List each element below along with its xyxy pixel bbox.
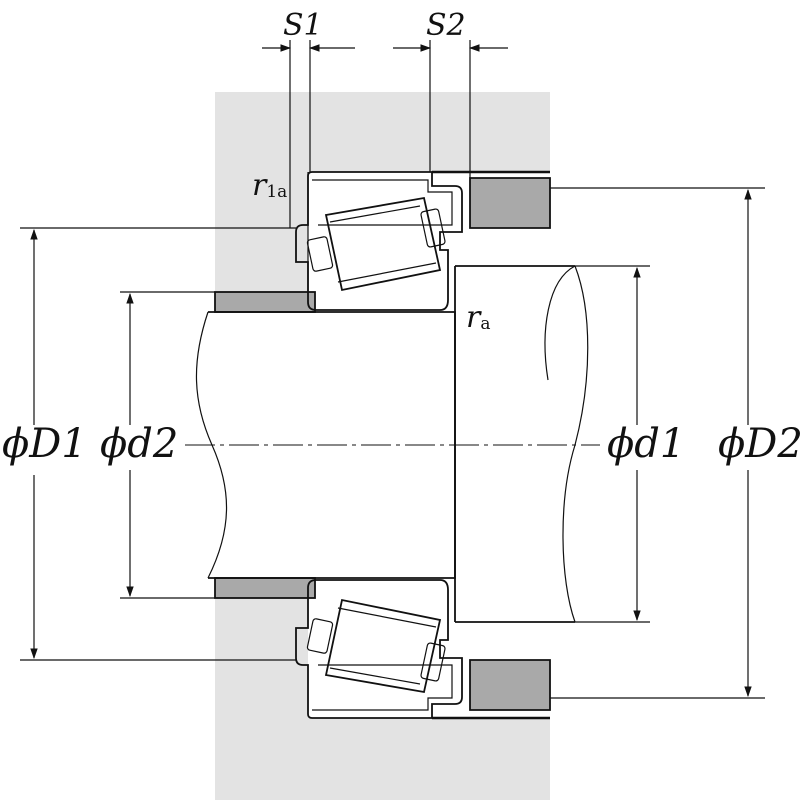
shaft (195, 265, 589, 623)
bearing-top-outline (295, 171, 463, 311)
housing-top-band (215, 92, 550, 172)
housing-bottom-band (215, 718, 550, 800)
roller-top (324, 196, 442, 292)
outer-spacer-top (469, 177, 551, 229)
label-r1a: r1a (252, 168, 287, 203)
shaft-spacer-bottom (214, 577, 316, 599)
dimension-arrows (30, 44, 752, 698)
roller-bottom (324, 598, 442, 694)
label-s1: S1 (283, 8, 323, 43)
label-phi-D2: ϕD2 (718, 421, 800, 467)
outer-spacer-bottom (469, 659, 551, 711)
shaft-spacer-top (214, 291, 316, 313)
label-s2: S2 (426, 8, 466, 43)
housing-top-left-block (215, 172, 308, 292)
extension-lines (20, 40, 765, 699)
shaft-large-section (454, 265, 575, 623)
bearing-bottom (295, 579, 463, 719)
label-phi-d1: ϕd1 (607, 421, 685, 467)
housing-bottom-left-block (215, 598, 308, 718)
bearing-top (295, 171, 463, 311)
housing (215, 92, 550, 800)
label-phi-d2: ϕd2 (100, 421, 178, 467)
shaft-break-right (562, 265, 589, 623)
bearing-bottom-outline (295, 579, 463, 719)
label-ra: ra (466, 300, 490, 335)
label-phi-D1: ϕD1 (2, 421, 87, 467)
